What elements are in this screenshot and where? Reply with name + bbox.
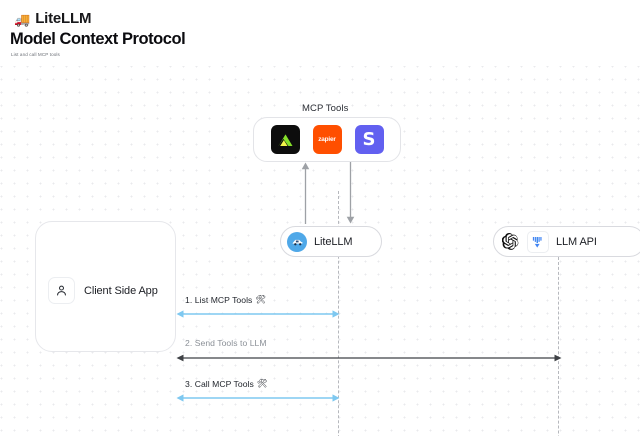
message-1-label: 1. List MCP Tools 🛠: [185, 294, 267, 305]
litellm-avatar-icon: [287, 231, 307, 252]
node-litellm[interactable]: LiteLLM: [280, 226, 382, 257]
truck-icon: 🚚: [14, 11, 31, 27]
message-3-arrow: [176, 394, 340, 402]
message-1[interactable]: 1. List MCP Tools 🛠: [176, 294, 340, 320]
node-llm-api[interactable]: LLM API: [493, 226, 640, 257]
client-side-app-content: Client Side App: [48, 277, 158, 304]
node-client-side-app[interactable]: Client Side App: [35, 221, 176, 352]
supabase-tool-icon[interactable]: S: [354, 125, 384, 154]
lifeline-llm-api: [558, 257, 559, 436]
mintlify-mark-icon: [278, 133, 293, 146]
message-2-arrow: [176, 354, 562, 362]
zapier-wordmark: zapier: [318, 136, 336, 143]
mintlify-tool-icon[interactable]: [270, 125, 300, 154]
supabase-letter: S: [362, 128, 376, 150]
message-1-arrow: [176, 310, 340, 318]
tools-emoji-icon: 🛠: [255, 294, 267, 304]
node-llm-api-label: LLM API: [556, 235, 597, 248]
mcp-tools-group[interactable]: zapier S: [253, 117, 401, 162]
openai-logo-icon: [500, 232, 520, 252]
mcp-tools-label: MCP Tools: [302, 103, 349, 114]
message-2-label: 2. Send Tools to LLM: [185, 338, 267, 348]
diagram-canvas[interactable]: MCP Tools zapier S: [0, 66, 640, 436]
message-3[interactable]: 3. Call MCP Tools 🛠: [176, 378, 340, 404]
brand[interactable]: 🚚 LiteLLM: [14, 8, 91, 28]
tools-emoji-icon: 🛠: [256, 378, 268, 388]
zapier-tool-icon[interactable]: zapier: [312, 125, 342, 154]
client-side-app-label: Client Side App: [84, 284, 158, 297]
user-icon: [48, 277, 75, 304]
page-title: Model Context Protocol: [10, 30, 186, 48]
node-litellm-label: LiteLLM: [314, 235, 353, 248]
arrow-mcp-to-litellm: [344, 162, 357, 224]
message-2[interactable]: 2. Send Tools to LLM: [176, 338, 562, 364]
page-subtitle: List and call MCP tools: [11, 52, 60, 57]
brand-name: LiteLLM: [35, 9, 92, 27]
message-3-label: 3. Call MCP Tools 🛠: [185, 378, 268, 389]
arrow-litellm-to-mcp: [299, 162, 312, 224]
vertex-ai-logo-icon: [527, 230, 549, 253]
